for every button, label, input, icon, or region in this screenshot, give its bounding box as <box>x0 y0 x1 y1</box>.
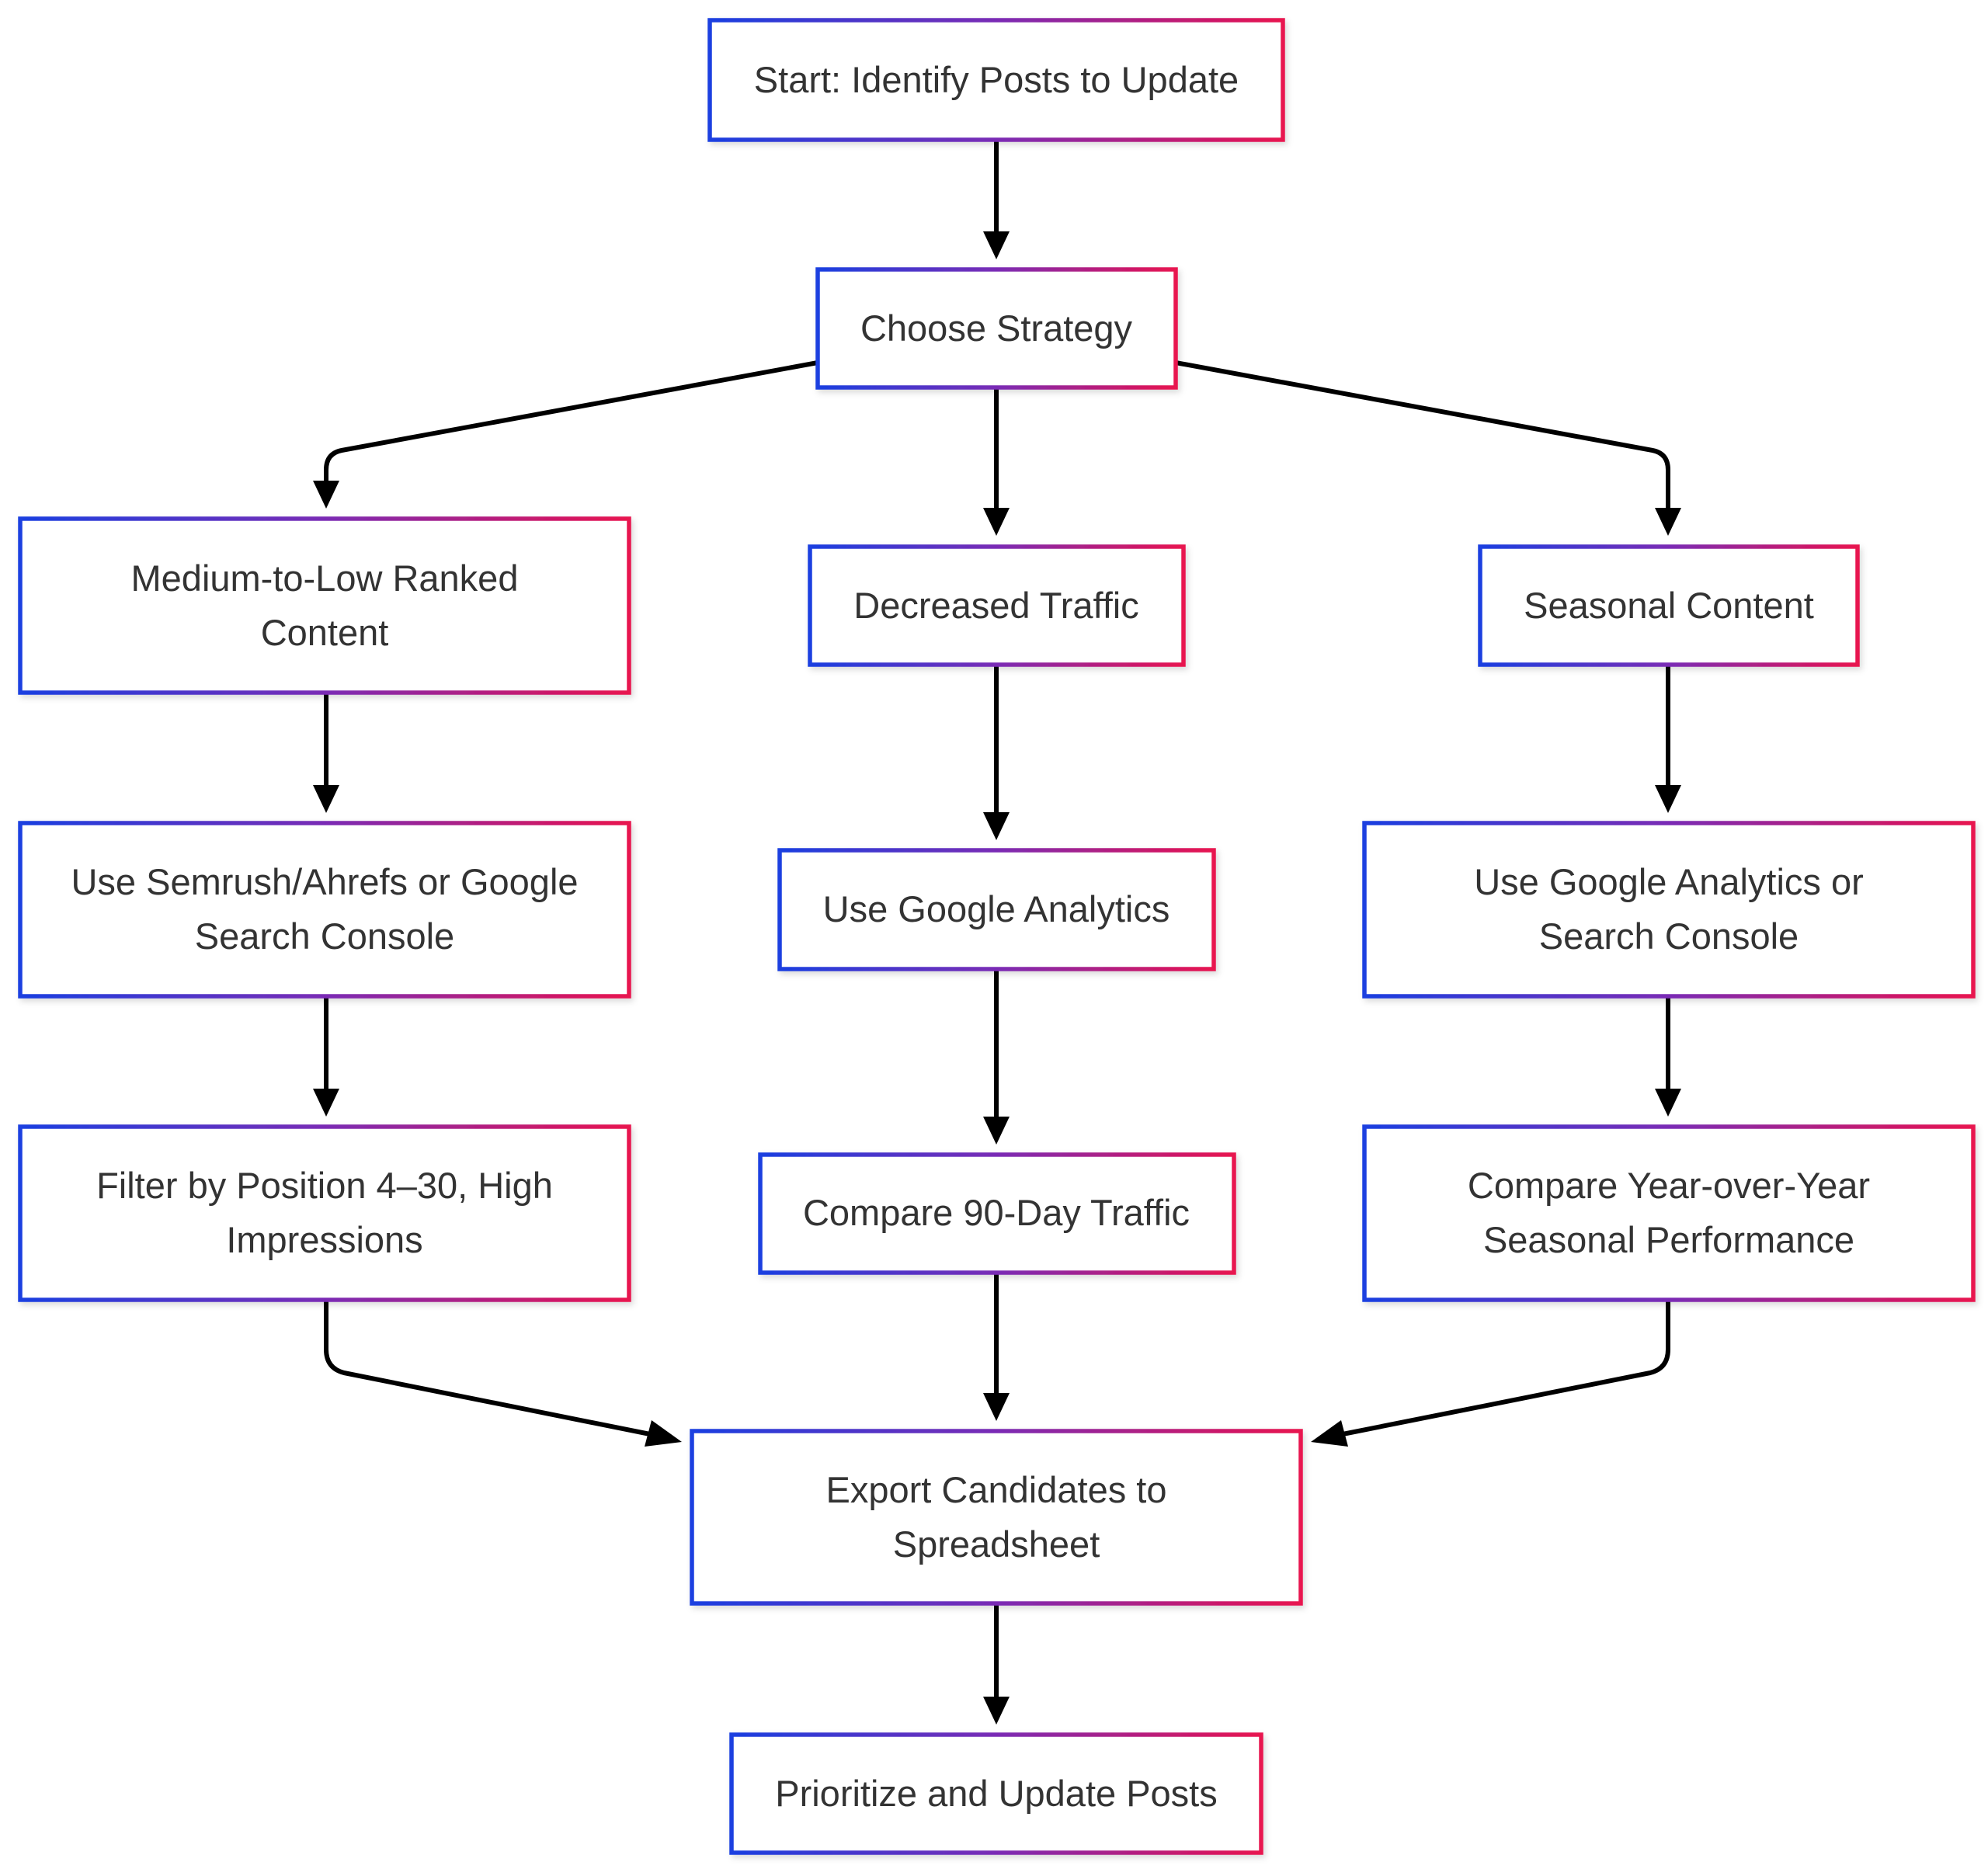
edge-tool_mid-to-filter_mid <box>983 969 1010 1145</box>
node-prioritize-and-update: Prioritize and Update Posts <box>729 1732 1263 1855</box>
node-label-line: Compare Year-over-Year <box>1468 1165 1870 1206</box>
edge-strategy-to-seasonal <box>1175 360 1681 536</box>
edge-start-to-strategy <box>983 140 1010 259</box>
node-choose-strategy: Choose Strategy <box>815 267 1178 390</box>
arrowhead-icon <box>1311 1420 1348 1447</box>
node-use-google-analytics: Use Google Analytics <box>777 848 1216 971</box>
arrowhead-icon <box>1655 508 1681 536</box>
node-use-google-analytics-or-search-console-label: Use Google Analytics or Search Console <box>1474 861 1864 957</box>
edge-strategy-to-decreased <box>983 387 1010 536</box>
node-label-line: Choose Strategy <box>860 307 1133 349</box>
edge-line <box>1175 360 1670 509</box>
node-export-candidates: Export Candidates to Spreadsheet <box>690 1429 1303 1606</box>
arrowhead-icon <box>313 481 339 509</box>
arrowhead-icon <box>1655 785 1681 813</box>
edge-tool_right-to-filter_right <box>1655 996 1681 1117</box>
node-label-line: Decreased Traffic <box>853 585 1138 626</box>
node-label-line: Search Console <box>1539 915 1799 957</box>
connectors <box>313 140 1681 1725</box>
edge-tool_left-to-filter_left <box>313 996 339 1117</box>
node-label-line: Use Google Analytics or <box>1474 861 1864 902</box>
arrowhead-icon <box>983 1117 1010 1145</box>
arrowhead-icon <box>983 231 1010 259</box>
edge-line <box>324 360 818 481</box>
node-choose-strategy-label: Choose Strategy <box>860 307 1133 349</box>
node-label-line: Seasonal Performance <box>1483 1219 1854 1260</box>
node-label-line: Search Console <box>195 915 454 957</box>
edge-line <box>1338 1300 1670 1437</box>
node-label-line: Filter by Position 4–30, High <box>96 1165 553 1206</box>
node-use-google-analytics-or-search-console: Use Google Analytics or Search Console <box>1362 821 1976 999</box>
node-decreased-traffic-label: Decreased Traffic <box>853 585 1138 626</box>
edge-strategy-to-medium_low <box>313 360 818 509</box>
node-label-line: Start: Identify Posts to Update <box>754 59 1239 100</box>
node-start: Start: Identify Posts to Update <box>707 18 1285 142</box>
node-seasonal-content: Seasonal Content <box>1478 544 1860 667</box>
arrowhead-icon <box>645 1420 682 1447</box>
node-label-line: Use Semrush/Ahrefs or Google <box>71 861 578 902</box>
node-seasonal-content-label: Seasonal Content <box>1524 585 1814 626</box>
node-label-line: Content <box>261 612 389 653</box>
node-start-label: Start: Identify Posts to Update <box>754 59 1239 100</box>
node-label-line: Prioritize and Update Posts <box>775 1773 1218 1814</box>
arrowhead-icon <box>1655 1089 1681 1117</box>
arrowhead-icon <box>983 812 1010 840</box>
node-compare-90-day-traffic-label: Compare 90-Day Traffic <box>803 1192 1190 1233</box>
arrowhead-icon <box>983 1697 1010 1725</box>
node-decreased-traffic: Decreased Traffic <box>808 544 1186 667</box>
edge-export-to-final <box>983 1603 1010 1725</box>
edge-seasonal-to-tool_right <box>1655 665 1681 813</box>
arrowhead-icon <box>983 1393 1010 1421</box>
node-label-line: Medium-to-Low Ranked <box>131 558 519 599</box>
edge-line <box>324 1300 655 1437</box>
node-label-line: Use Google Analytics <box>823 888 1170 929</box>
arrowhead-icon <box>313 785 339 813</box>
node-label-line: Seasonal Content <box>1524 585 1814 626</box>
edge-filter_mid-to-export <box>983 1273 1010 1421</box>
node-label-line: Compare 90-Day Traffic <box>803 1192 1190 1233</box>
edge-filter_left-to-export <box>324 1300 682 1447</box>
edge-medium_low-to-tool_left <box>313 693 339 813</box>
node-label-line: Export Candidates to <box>826 1469 1167 1510</box>
edge-decreased-to-tool_mid <box>983 665 1010 840</box>
node-label-line: Spreadsheet <box>893 1523 1100 1565</box>
arrowhead-icon <box>313 1089 339 1117</box>
node-prioritize-and-update-label: Prioritize and Update Posts <box>775 1773 1218 1814</box>
node-label-line: Impressions <box>226 1219 422 1260</box>
arrowhead-icon <box>983 508 1010 536</box>
edge-filter_right-to-export <box>1311 1300 1670 1447</box>
node-compare-90-day-traffic: Compare 90-Day Traffic <box>758 1152 1236 1275</box>
node-use-google-analytics-label: Use Google Analytics <box>823 888 1170 929</box>
node-export-candidates-label: Export Candidates to Spreadsheet <box>826 1469 1167 1565</box>
